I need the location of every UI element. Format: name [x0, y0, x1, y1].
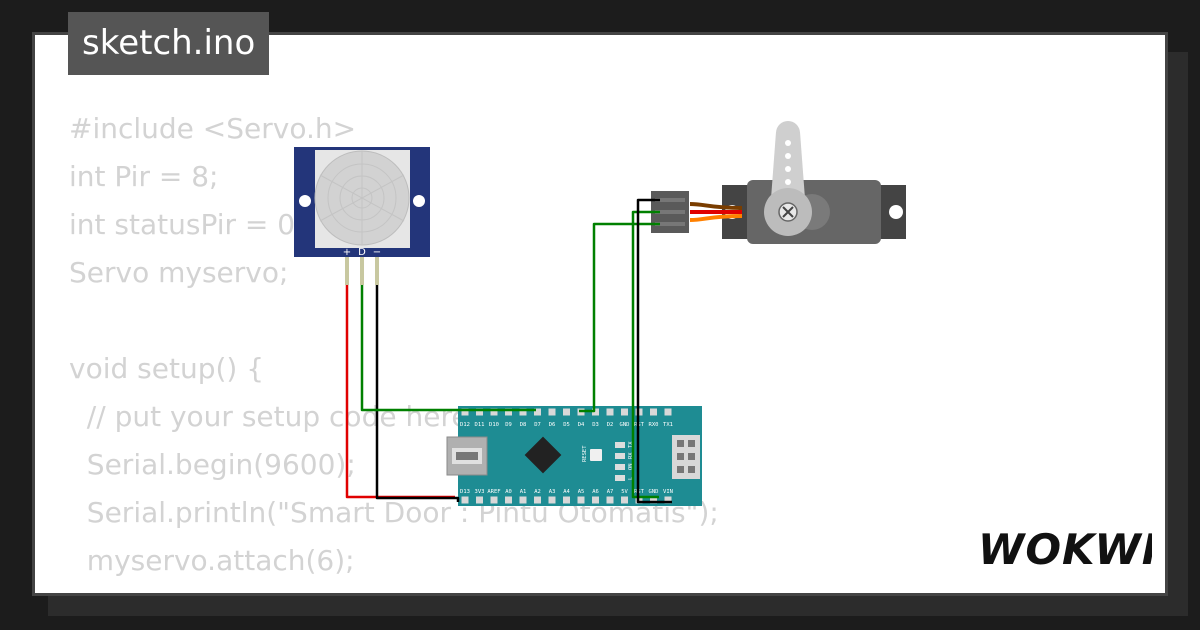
nano-led-label-on: ON	[628, 463, 634, 470]
pir-sensor[interactable]: + D −	[294, 147, 430, 285]
nano-pin-label: 5V	[621, 489, 628, 495]
nano-pin-bottom-11[interactable]	[621, 496, 628, 504]
nano-pin-label: D10	[489, 422, 499, 428]
wires	[345, 198, 672, 504]
nano-pin-label: A4	[563, 489, 570, 495]
nano-pin-label: D5	[563, 422, 570, 428]
nano-pin-label: A0	[505, 489, 512, 495]
nano-pin-label: GND	[649, 489, 659, 495]
nano-pin-bottom-13[interactable]	[650, 496, 657, 504]
nano-pin-top-10[interactable]	[606, 408, 614, 416]
file-tab[interactable]: sketch.ino	[68, 12, 270, 75]
wire-servo-signal	[579, 222, 660, 413]
nano-pin-label: A1	[520, 489, 527, 495]
usb-connector-icon	[446, 436, 488, 476]
nano-pin-top-6[interactable]	[548, 408, 556, 416]
pir-pin-label-vcc: +	[343, 247, 351, 258]
nano-pin-label: A3	[549, 489, 556, 495]
nano-led-label-tx: TX	[628, 441, 634, 448]
nano-pin-label: D13	[460, 489, 470, 495]
nano-pin-bottom-3[interactable]	[505, 496, 512, 504]
servo-horn-holes	[785, 140, 791, 185]
nano-pin-label: A2	[534, 489, 541, 495]
wire-pir-data	[360, 285, 536, 412]
nano-pin-top-1[interactable]	[476, 408, 483, 416]
nano-pin-top-13[interactable]	[650, 408, 657, 416]
nano-pin-label: 3V3	[475, 489, 485, 495]
file-tab-label: sketch.ino	[82, 23, 256, 63]
nano-pin-label: A7	[607, 489, 614, 495]
nano-reset-label: RESET	[582, 445, 588, 462]
servo-screw-icon	[782, 206, 794, 218]
nano-pin-top-9[interactable]	[592, 408, 599, 416]
nano-pin-bottom-9[interactable]	[592, 496, 599, 504]
nano-led-label-l: L	[628, 476, 634, 480]
nano-top-pin-row: D12 D11 D10 D9 D8 D7 D6 D5 D4 D3 D2 GND RST RX0 TX1	[460, 408, 673, 428]
wire-servo-vcc	[631, 210, 660, 499]
nano-pin-label: GND	[620, 422, 630, 428]
nano-led-label-rx: RX	[628, 452, 634, 459]
nano-pin-label: AREF	[487, 489, 500, 495]
nano-pin-top-0[interactable]	[461, 408, 469, 416]
nano-pin-bottom-2[interactable]	[490, 496, 498, 504]
nano-pin-label: RST	[634, 422, 645, 428]
nano-pin-label: D3	[592, 422, 599, 428]
reset-button[interactable]	[590, 449, 602, 461]
nano-pin-top-2[interactable]	[490, 408, 498, 416]
wire-servo-gnd	[636, 198, 672, 504]
nano-pin-bottom-14[interactable]	[664, 496, 672, 504]
nano-pin-label: D4	[578, 422, 585, 428]
nano-pin-bottom-4[interactable]	[519, 496, 527, 504]
nano-pin-top-5[interactable]	[534, 408, 541, 416]
nano-pin-top-7[interactable]	[563, 408, 570, 416]
wire-pir-gnd	[375, 285, 460, 502]
nano-pin-top-3[interactable]	[505, 408, 512, 416]
nano-pin-label: A6	[592, 489, 599, 495]
nano-pin-bottom-10[interactable]	[606, 496, 614, 504]
nano-pin-top-14[interactable]	[664, 408, 672, 416]
status-leds	[615, 442, 625, 481]
nano-pin-top-4[interactable]	[519, 408, 527, 416]
nano-pin-label: D6	[549, 422, 556, 428]
pir-pin-label-data: D	[358, 247, 366, 258]
nano-pin-label: RST	[634, 489, 645, 495]
microcontroller-chip	[524, 436, 562, 474]
nano-pin-bottom-6[interactable]	[548, 496, 556, 504]
wokwi-logo: WOKWI	[978, 525, 1152, 574]
nano-pin-label: D8	[520, 422, 527, 428]
nano-pin-top-11[interactable]	[621, 408, 628, 416]
servo-motor[interactable]	[651, 121, 906, 244]
nano-pin-label: RX0	[649, 422, 659, 428]
nano-pin-bottom-5[interactable]	[534, 496, 541, 504]
nano-pin-label: VIN	[663, 489, 673, 495]
nano-pin-label: D2	[607, 422, 614, 428]
nano-pin-label: D12	[460, 422, 470, 428]
icsp-header	[672, 435, 700, 479]
nano-pin-bottom-1[interactable]	[476, 496, 483, 504]
nano-pin-label: A5	[578, 489, 585, 495]
nano-pin-bottom-8[interactable]	[577, 496, 585, 504]
nano-pin-label: D11	[475, 422, 485, 428]
nano-pin-bottom-7[interactable]	[563, 496, 570, 504]
wokwi-logo-text: WOKWI	[978, 525, 1152, 574]
nano-pin-bottom-0[interactable]	[461, 496, 469, 504]
nano-pin-label: TX1	[663, 422, 673, 428]
nano-pin-label: D7	[534, 422, 541, 428]
pir-pin-label-gnd: −	[373, 247, 381, 258]
nano-pin-label: D9	[505, 422, 512, 428]
